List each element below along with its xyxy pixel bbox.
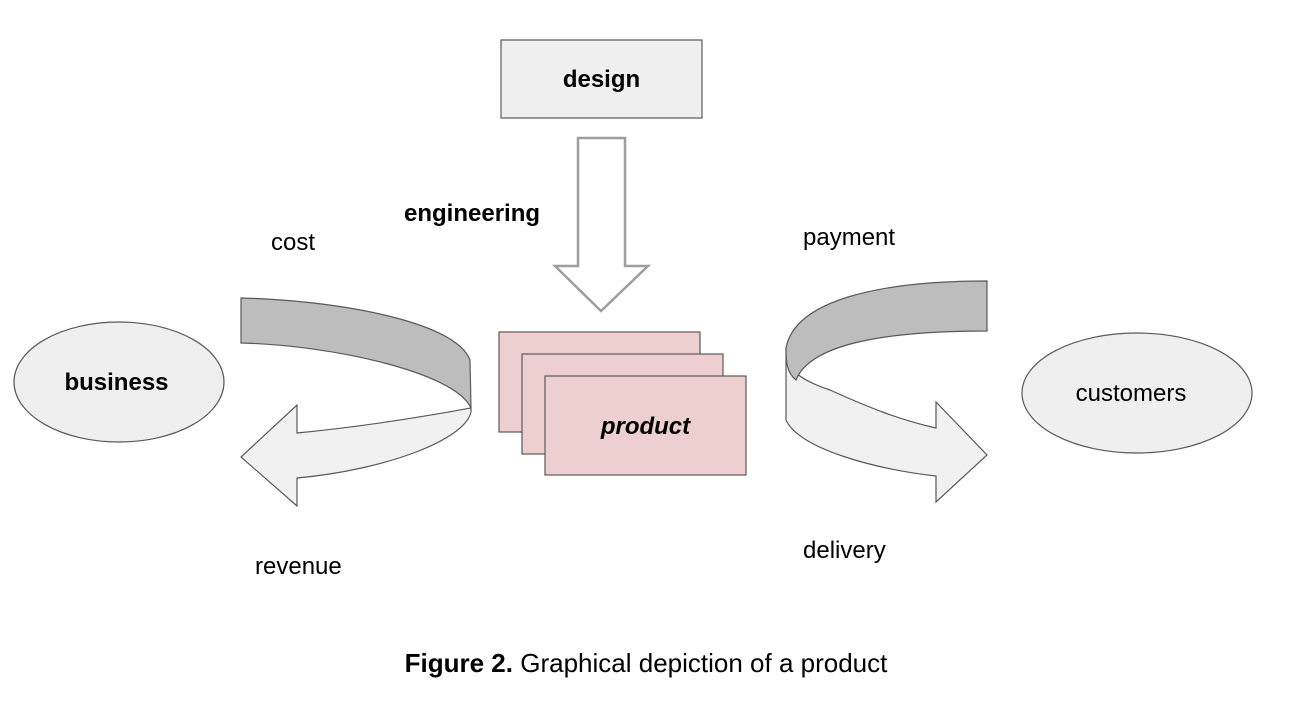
cost-label: cost	[271, 229, 316, 256]
cost-band	[240, 297, 472, 409]
business-label: business	[64, 369, 169, 396]
caption-label: Figure 2.	[404, 648, 513, 678]
delivery-label: delivery	[803, 537, 886, 564]
business-node	[13, 321, 225, 443]
figure-caption: Figure 2. Graphical depiction of a produ…	[0, 648, 1292, 678]
customers-node	[1021, 332, 1253, 454]
caption-text: Graphical depiction of a product	[520, 648, 888, 678]
delivery-band	[785, 347, 988, 504]
engineering-arrow	[551, 136, 652, 313]
payment-band	[785, 280, 988, 381]
customers-label: customers	[1075, 380, 1187, 407]
product-card-front	[544, 375, 747, 476]
design-label: design	[562, 66, 641, 93]
design-box	[500, 39, 703, 119]
revenue-band	[240, 403, 472, 508]
payment-delivery-arrow	[785, 280, 988, 504]
payment-label: payment	[803, 224, 896, 251]
engineering-label: engineering	[404, 200, 541, 227]
revenue-label: revenue	[255, 553, 342, 580]
product-label: product	[600, 413, 691, 440]
product-stack	[498, 331, 747, 476]
cost-revenue-arrow	[240, 297, 472, 508]
